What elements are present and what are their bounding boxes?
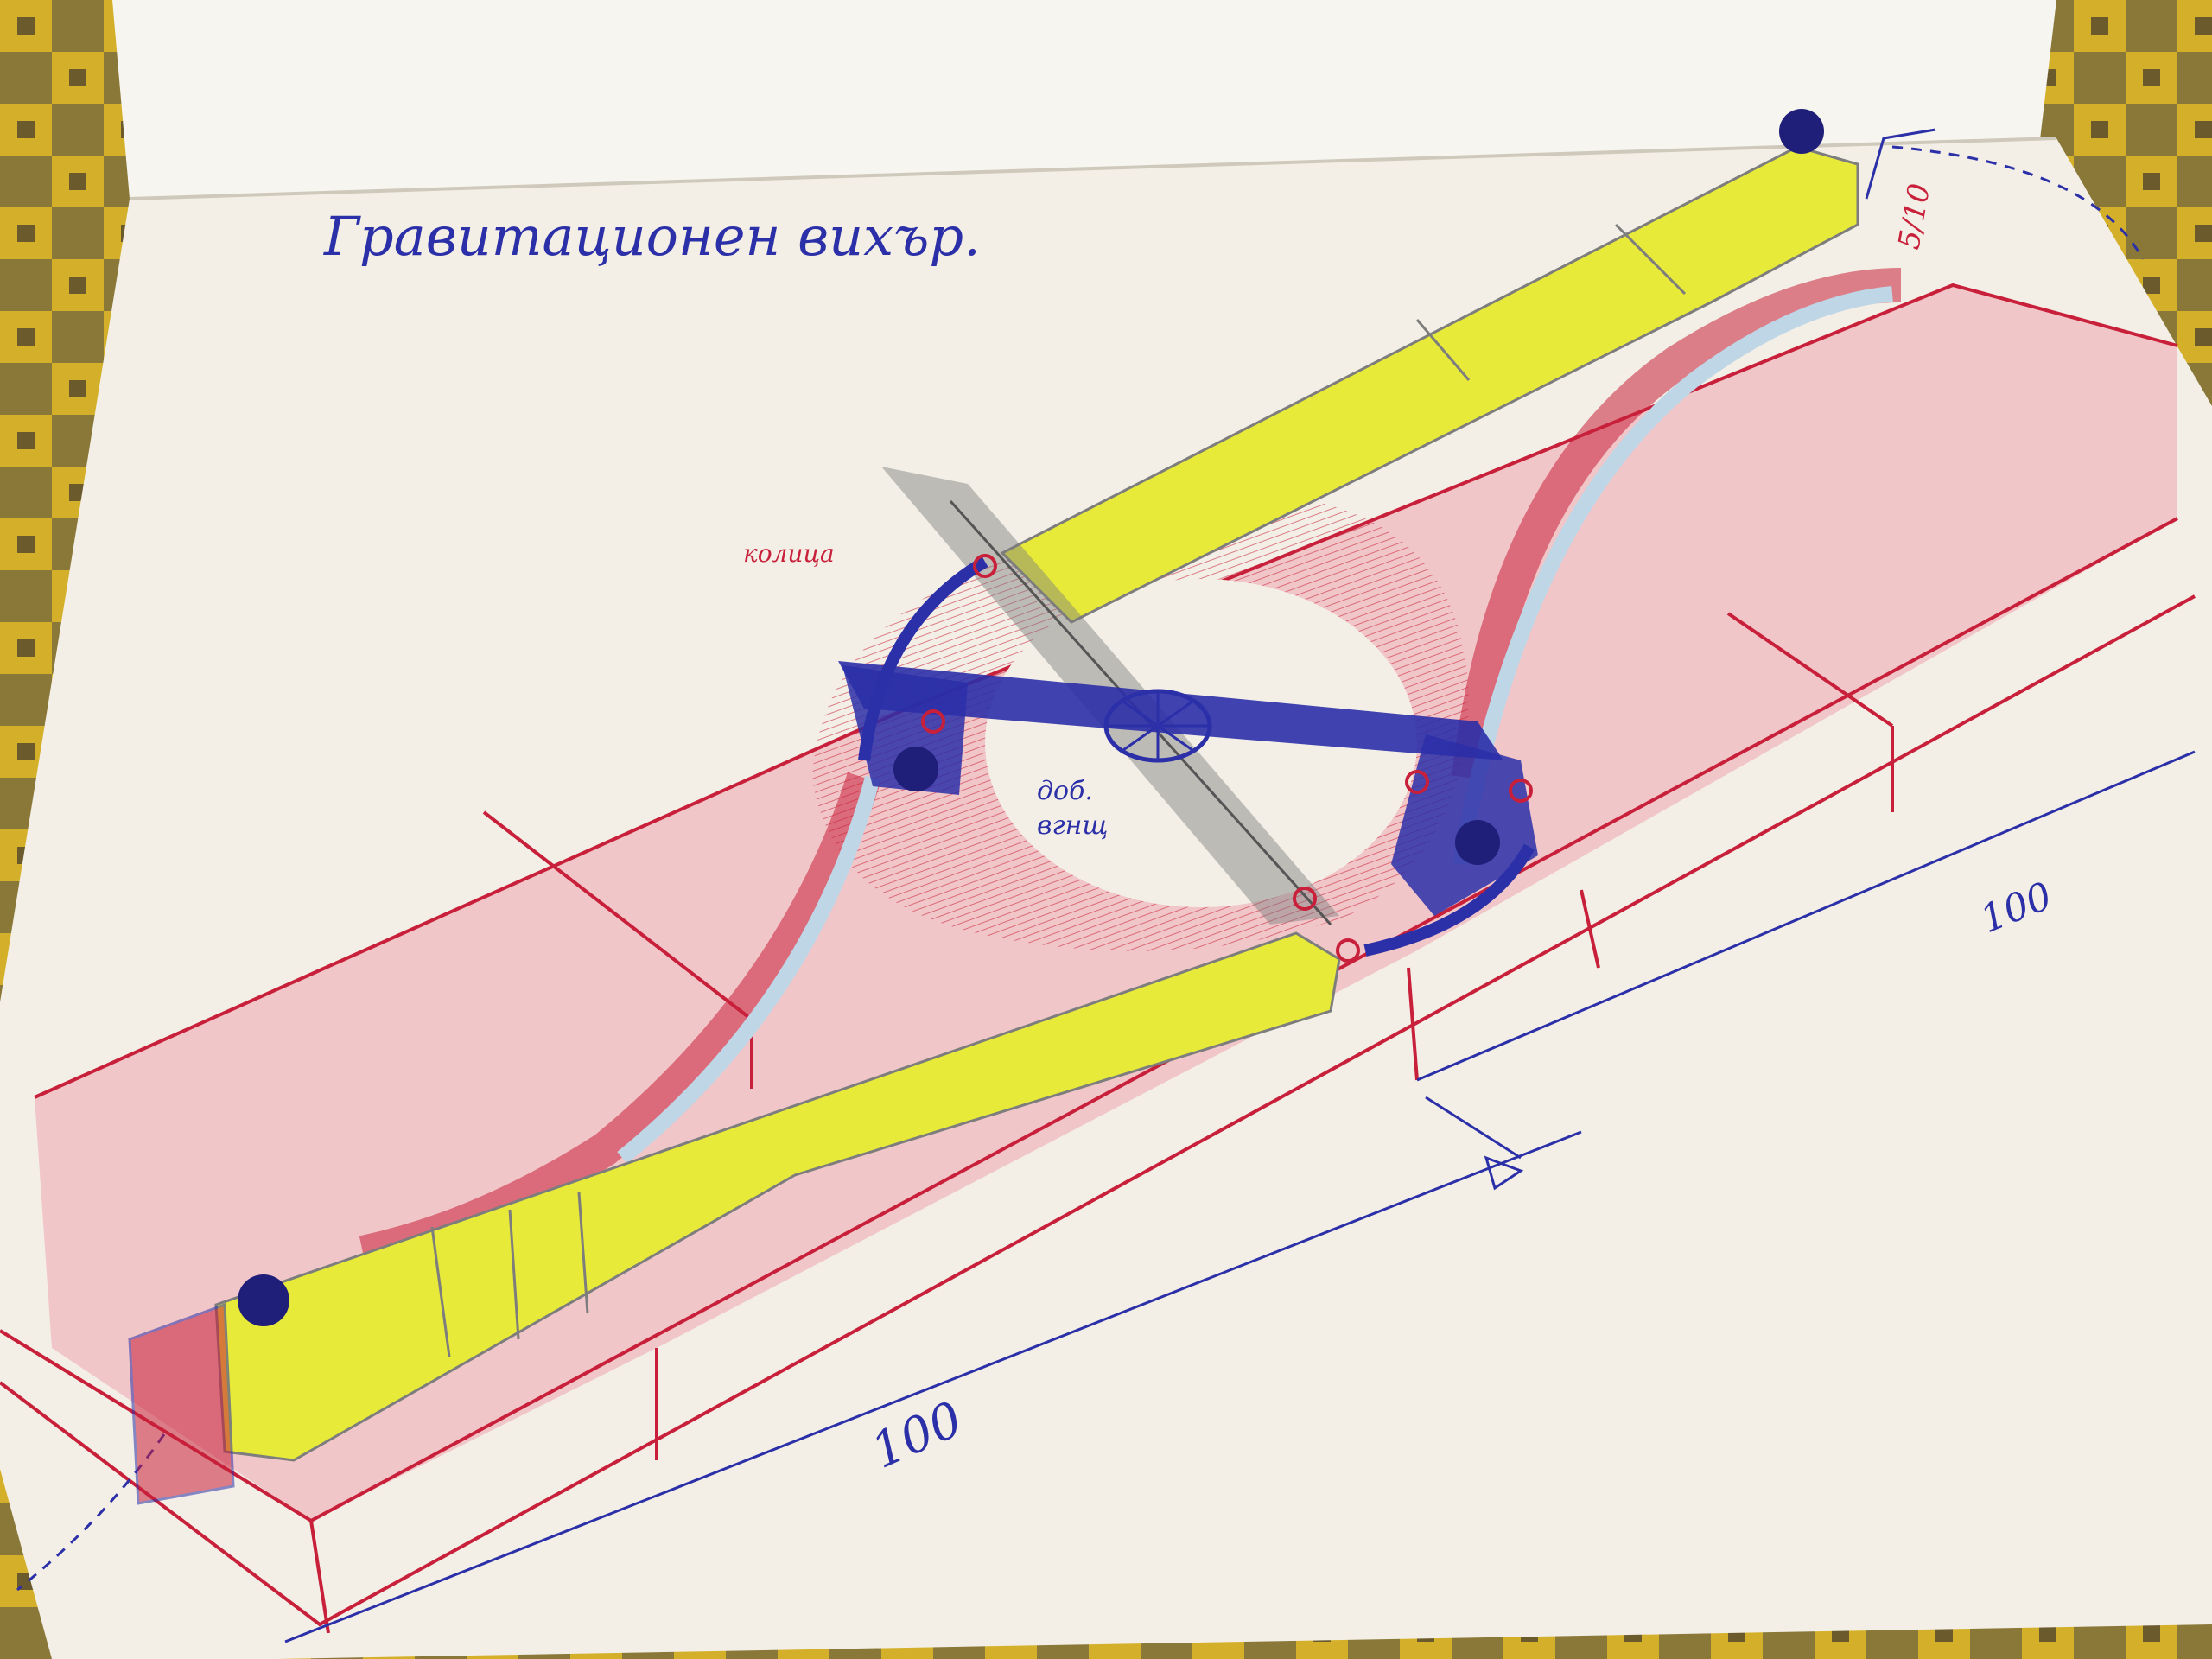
- notebook-back-page: [112, 0, 2056, 199]
- right-curved-channel: [1452, 268, 1902, 780]
- left-curved-channel-light: [617, 775, 880, 1164]
- center-wheel-spokes: [1106, 691, 1210, 760]
- dimension-line-right: [1416, 750, 2196, 1082]
- dimension-arrow: [1484, 1155, 1524, 1191]
- dimension-tick: [1425, 1096, 1522, 1160]
- dashed-outline-right: [1891, 145, 2145, 260]
- ink-arrow-top: [1865, 128, 1936, 200]
- label-rings: колица: [743, 539, 835, 568]
- right-curved-channel-light: [1452, 286, 1893, 866]
- ring-markers: [921, 554, 1533, 963]
- label-center-line1: доб.: [1037, 776, 1093, 806]
- start-block: [128, 1302, 235, 1505]
- ball-left-frame: [893, 747, 938, 791]
- slab-outline-top: [34, 283, 2178, 1099]
- blue-left-arc: [858, 556, 988, 761]
- dimension-line-bottom: [284, 1130, 1582, 1643]
- blue-crossbar: [838, 661, 1503, 760]
- ball-bottom-left: [238, 1274, 289, 1326]
- label-center-line2: вгнщ: [1037, 810, 1108, 841]
- page-fold: [129, 137, 2057, 200]
- yellow-beam-divisions: [430, 223, 1687, 1357]
- sketch-title: Гравитационен вихър.: [323, 205, 981, 268]
- ball-right-frame: [1455, 820, 1500, 865]
- ball-top-right: [1779, 109, 1824, 154]
- yellow-beam-lower: [214, 931, 1341, 1462]
- balls: [238, 109, 1824, 1326]
- blue-right-arc: [1363, 843, 1535, 957]
- slab-outline-bottom: [0, 594, 2196, 1627]
